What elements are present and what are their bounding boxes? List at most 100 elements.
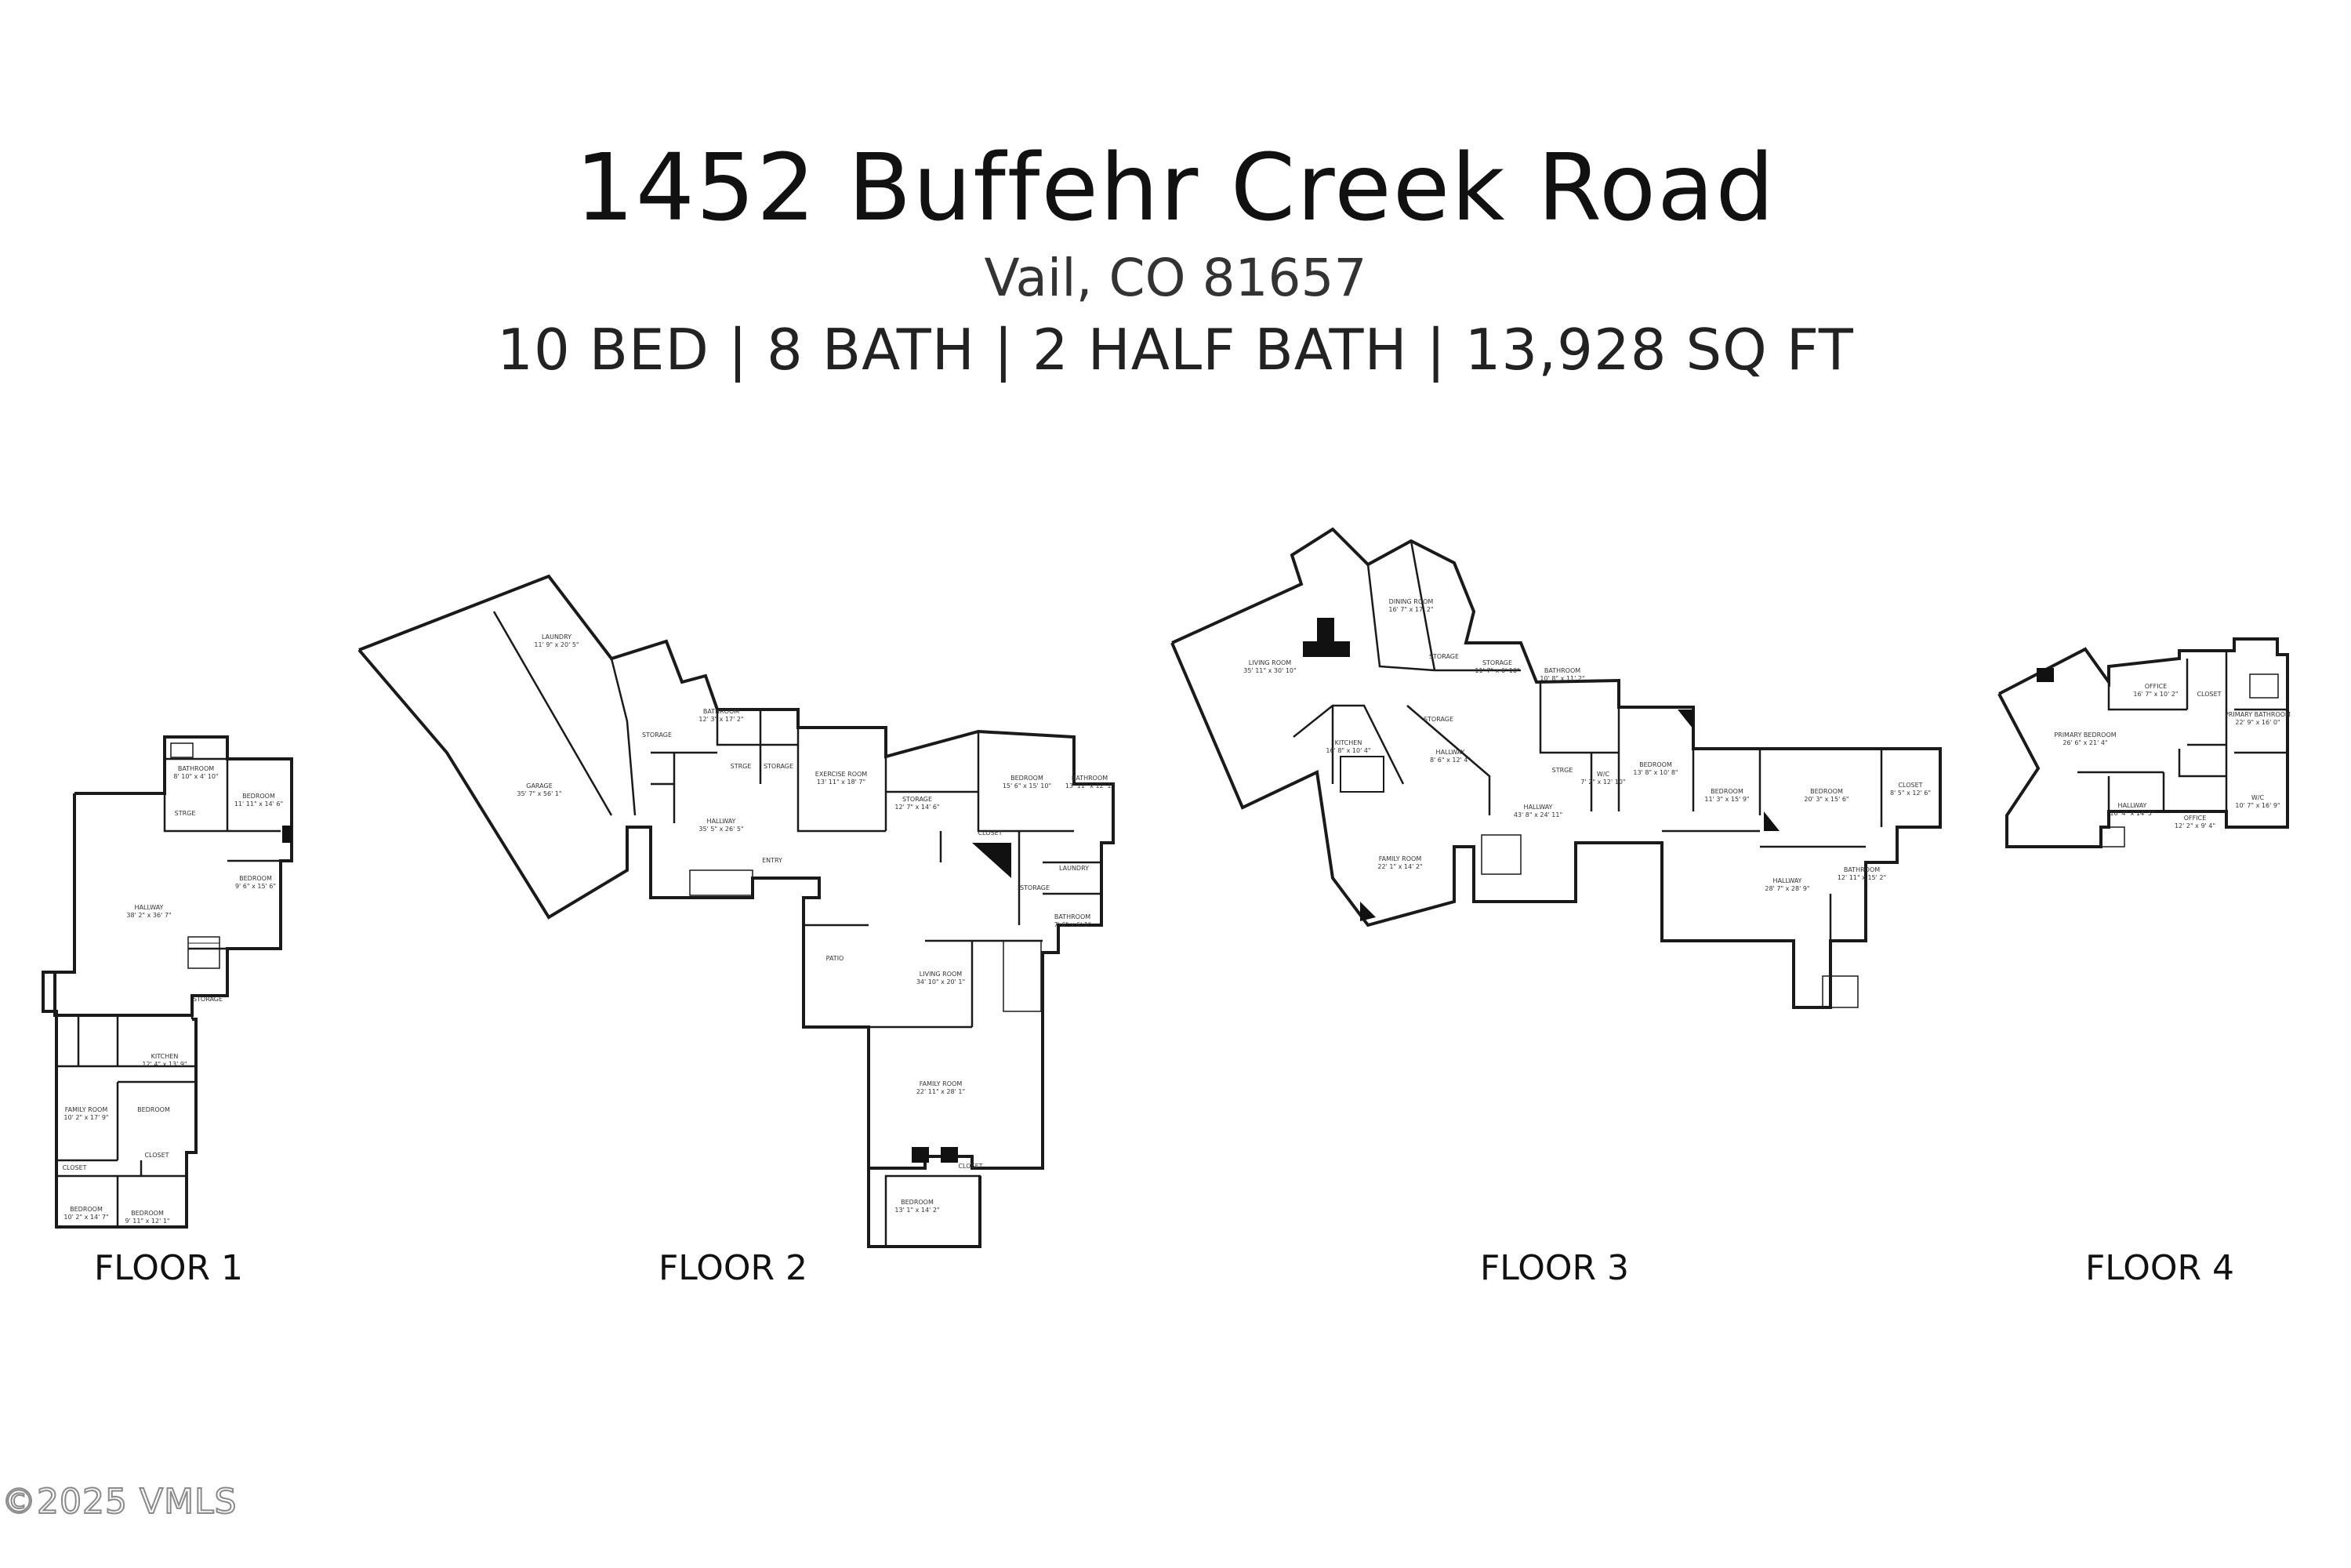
room-label: STORAGE (1429, 653, 1459, 660)
floor-4-walls (1997, 637, 2289, 848)
room-dims: 16' 8" x 10' 4" (1326, 747, 1370, 754)
room-label: LIVING ROOM (920, 971, 963, 978)
room-label: BEDROOM (131, 1210, 164, 1217)
floor-2-plan (357, 574, 1115, 1248)
copyright-watermark: ©2025 VMLS (1, 1482, 238, 1522)
room-label: EXERCISE ROOM (815, 771, 868, 778)
room-label: CLOSET (62, 1164, 86, 1171)
room-dims: 22' 1" x 14' 2" (1377, 863, 1422, 870)
room-label: STORAGE (1424, 716, 1453, 723)
room-label: BEDROOM (1010, 775, 1043, 782)
room-dims: 10' 7" x 16' 9" (2235, 802, 2280, 809)
floor-3-stairs-b (1822, 975, 1859, 1008)
floor-2-stairs-b (1003, 940, 1042, 1012)
room-label: STRGE (175, 810, 196, 817)
room-dims: 12' 7" x 14' 6" (894, 804, 939, 811)
room-dims: 26' 6" x 21' 4" (2063, 739, 2107, 746)
room-dims: 13' 11" x 12' 1" (1065, 782, 1114, 789)
room-label: FAMILY ROOM (920, 1080, 963, 1087)
room-label: PRIMARY BEDROOM (2054, 731, 2116, 739)
room-label: HALLWAY (2118, 802, 2147, 809)
floor-3-chimney-b (1303, 641, 1350, 657)
floor-3-interior (1293, 540, 1883, 941)
floor-2-walls (357, 574, 1115, 1248)
room-dims: 8' 5" x 12' 6" (1890, 789, 1931, 797)
room-dims: 12' 3" x 17' 2" (698, 716, 743, 723)
room-label: LAUNDRY (1059, 865, 1089, 872)
room-label: STORAGE (1020, 884, 1050, 891)
room-dims: 10' 2" x 17' 9" (63, 1114, 108, 1121)
floor-4-interior (2077, 651, 2288, 811)
room-label: W/C (2251, 794, 2265, 801)
room-label: BEDROOM (242, 793, 275, 800)
room-dims: 8' 6" x 12' 4" (1430, 757, 1471, 764)
room-dims: 22' 9" x 16' 0" (2235, 719, 2280, 726)
room-dims: 10' 8" x 11' 2" (1540, 675, 1584, 682)
room-label: CLOSET (1898, 782, 1922, 789)
floor-3-corner-c (1360, 902, 1376, 921)
room-dims: 9' 6" x 15' 6" (235, 883, 276, 890)
room-dims: 35' 11" x 30' 10" (1243, 667, 1296, 674)
floor-4-label: FLOOR 4 (2084, 1248, 2235, 1288)
room-dims: 12' 4" x 13' 9" (142, 1061, 187, 1068)
room-label: PRIMARY BATHROOM (2225, 711, 2291, 718)
room-label: BEDROOM (1810, 788, 1843, 795)
room-label: BATHROOM (178, 765, 214, 772)
room-label: BATHROOM (1844, 866, 1880, 873)
room-label: FAMILY ROOM (1379, 855, 1422, 862)
room-label: OFFICE (2184, 815, 2207, 822)
room-dims: 20' 3" x 15' 6" (1804, 796, 1849, 803)
floor-3-corner (1678, 710, 1693, 729)
room-dims: 35' 5" x 26' 5" (698, 826, 743, 833)
room-label: BATHROOM (1054, 913, 1090, 920)
room-label: OFFICE (2145, 683, 2168, 690)
room-dims: 8' 10" x 4' 10" (173, 773, 218, 780)
floor-4-stairs (2100, 826, 2125, 848)
floor-1-stairs-b (187, 936, 220, 944)
floor-2-interior (492, 611, 1101, 1029)
room-dims: 43' 8" x 24' 11" (1514, 811, 1562, 818)
room-dims: 16' 7" x 10' 2" (2133, 691, 2178, 698)
room-dims: 28' 7" x 28' 9" (1765, 885, 1809, 892)
floor-2-fireplace (972, 843, 1011, 878)
room-dims: 22' 11" x 28' 1" (916, 1088, 965, 1095)
room-dims: 12' 11" x 15' 2" (1838, 874, 1886, 881)
floor-2-bedroom-box (884, 1174, 981, 1248)
room-label: W/C (1597, 771, 1610, 778)
room-label: LIVING ROOM (1249, 659, 1292, 666)
room-label: STORAGE (193, 996, 223, 1003)
city-state-zip: Vail, CO 81657 (984, 248, 1367, 308)
room-dims: 11' 9" x 20' 5" (534, 641, 579, 648)
room-label: CLOSET (144, 1152, 169, 1159)
room-dims: 7' 2" x 12' 10" (1580, 779, 1625, 786)
room-label: STORAGE (902, 796, 932, 803)
floor-2-fireplace-c (941, 1147, 958, 1163)
floor-3-label: FLOOR 3 (1479, 1248, 1630, 1288)
room-label: KITCHEN (151, 1053, 179, 1060)
floor-1-fixture (170, 742, 194, 758)
room-label: HALLWAY (1436, 749, 1465, 756)
floor-2-fireplace-b (912, 1147, 929, 1163)
property-address: 1452 Buffehr Creek Road (575, 133, 1776, 241)
room-label: CLOSET (978, 829, 1002, 837)
room-dims: 16' 4" x 14' 5" (2110, 810, 2154, 817)
room-dims: 11' 11" x 14' 6" (234, 800, 283, 808)
floor-2-label: FLOOR 2 (658, 1248, 808, 1288)
floor-4-tub (2249, 673, 2279, 699)
room-dims: 9' 11" x 12' 1" (125, 1218, 169, 1225)
room-label: BATHROOM (703, 708, 739, 715)
room-label: CLOSET (2197, 691, 2221, 698)
room-dims: 34' 10" x 20' 1" (916, 978, 965, 985)
room-label: STRGE (1552, 767, 1573, 774)
room-dims: 11' 7" x 6' 10" (1475, 667, 1519, 674)
room-dims: 13' 1" x 14' 2" (894, 1207, 939, 1214)
room-label: BEDROOM (137, 1106, 170, 1113)
room-label: BATHROOM (1072, 775, 1108, 782)
floor-3-corner-b (1764, 811, 1780, 831)
room-label: HALLWAY (135, 904, 164, 911)
room-label: FAMILY ROOM (65, 1106, 108, 1113)
room-label: HALLWAY (1773, 877, 1802, 884)
room-dims: 10' 2" x 14' 7" (63, 1214, 108, 1221)
floor-1-label: FLOOR 1 (93, 1248, 244, 1288)
